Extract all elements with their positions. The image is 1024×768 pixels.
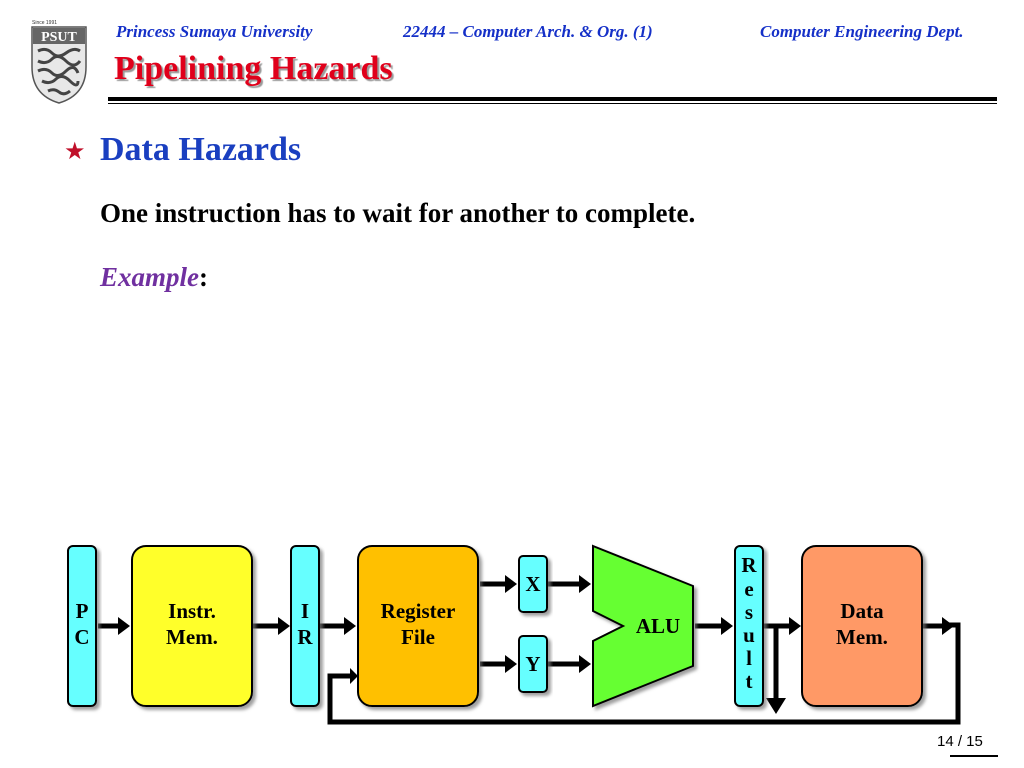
slide-title: Pipelining Hazards — [114, 50, 393, 87]
ir-label-1: I — [301, 599, 309, 623]
result-label-e: e — [744, 577, 753, 601]
x-label: X — [525, 572, 540, 596]
header-rule — [108, 97, 997, 101]
example-label: Example: — [100, 262, 208, 293]
logo-since-text: Since 1991 — [32, 20, 57, 26]
ir-register — [290, 545, 320, 707]
feedback-wire — [327, 622, 961, 725]
y-register — [518, 635, 548, 693]
result-down-arrow-icon — [766, 698, 786, 714]
logo-text: PSUT — [41, 30, 77, 45]
x-register — [518, 555, 548, 613]
register-file-label-1: Register — [381, 599, 456, 623]
body-text: One instruction has to wait for another … — [100, 198, 696, 228]
instr-mem-label-2: Mem. — [166, 625, 218, 649]
example-word: Example — [100, 262, 199, 292]
pc-label-1: P — [76, 599, 89, 623]
data-mem-label-1: Data — [840, 599, 884, 623]
page-number: 14 / 15 — [937, 733, 983, 750]
result-register — [734, 545, 764, 707]
data-mem-label-2: Mem. — [836, 625, 888, 649]
result-label-s: s — [745, 600, 753, 624]
instr-mem-label-1: Instr. — [168, 599, 216, 623]
section-heading: Data Hazards — [100, 131, 302, 168]
alu — [592, 544, 694, 708]
header-rule-thin — [108, 103, 997, 104]
page-number-underline — [950, 755, 998, 757]
header-course: 22444 – Computer Arch. & Org. (1) — [403, 22, 653, 41]
header-department: Computer Engineering Dept. — [760, 22, 964, 41]
instruction-memory — [131, 545, 253, 707]
feedback-arrow-icon — [350, 668, 358, 684]
ir-label-2: R — [297, 625, 313, 649]
header-university: Princess Sumaya University — [116, 22, 313, 41]
result-label-l: l — [746, 646, 752, 670]
forward-arrows — [98, 575, 954, 673]
example-colon: : — [199, 262, 208, 292]
star-bullet-icon: ★ — [64, 139, 86, 165]
result-label-u: u — [743, 623, 755, 647]
register-file-label-2: File — [401, 625, 435, 649]
register-file — [357, 545, 479, 707]
pc-label-2: C — [74, 625, 89, 649]
psut-logo: Since 1991 PSUT — [31, 20, 87, 104]
pc-register — [67, 545, 97, 707]
result-label-t: t — [746, 669, 753, 693]
result-label-r: R — [741, 553, 757, 577]
alu-label: ALU — [636, 614, 680, 638]
data-memory — [801, 545, 923, 707]
y-label: Y — [525, 652, 540, 676]
